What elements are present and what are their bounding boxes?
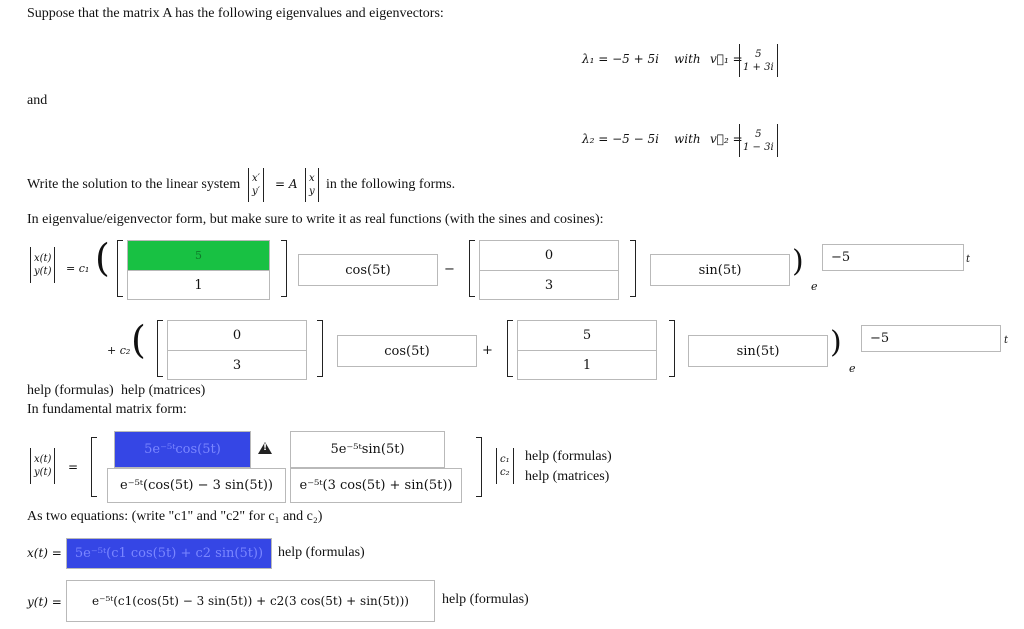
system-lhs-vector: x′ y′ (248, 168, 264, 202)
y-equation-label: y(t) = (27, 595, 62, 609)
system-lhs-bottom: y′ (252, 186, 260, 197)
system-suffix: in the following forms. (326, 177, 456, 192)
help-matrices-link-1[interactable]: help (matrices) (121, 383, 206, 398)
close-paren-row1: ) (792, 244, 804, 279)
x-equation-input[interactable]: 5e⁻⁵ᵗ(c1 cos(5t) + c2 sin(5t)) (66, 538, 272, 569)
system-rhs-bottom: y (309, 186, 315, 197)
help-formulas-link-4[interactable]: help (formulas) (442, 592, 529, 607)
fund-m11-input[interactable]: 5e⁻⁵ᵗcos(5t) (114, 431, 251, 468)
eigenvector-1-bottom: 1 + 3i (743, 61, 774, 73)
bracket-right-v1-row2 (317, 320, 323, 377)
system-rhs-top: x (309, 173, 315, 184)
eigen-form-label: In eigenvalue/eigenvector form, but make… (27, 212, 604, 227)
with-2: with (674, 132, 701, 146)
fund-bracket-left (91, 437, 97, 497)
help-formulas-link-2[interactable]: help (formulas) (525, 449, 612, 464)
x-equation-label: x(t) = (27, 546, 62, 560)
xy-vector-fundamental: x(t) y(t) (30, 448, 56, 484)
with-1: with (674, 52, 701, 66)
row1-cos-input[interactable]: cos(5t) (298, 254, 438, 286)
eigenvector-2-top: 5 (755, 128, 762, 140)
eigenvector-1-top: 5 (755, 48, 762, 60)
y-equation-input[interactable]: e⁻⁵ᵗ(c1(cos(5t) − 3 sin(5t)) + c2(3 cos(… (66, 580, 435, 622)
xy-top-fund: x(t) (34, 454, 52, 465)
system-rhs-vector: x y (305, 168, 319, 202)
row2-v1-top-input[interactable]: 0 (167, 320, 307, 351)
row1-sin-input[interactable]: sin(5t) (650, 254, 790, 286)
bracket-left-v1-row2 (157, 320, 163, 377)
help-formulas-link-3[interactable]: help (formulas) (278, 545, 365, 560)
system-prefix: Write the solution to the linear system (27, 177, 241, 192)
c-vector: c₁ c₂ (496, 448, 514, 484)
c2-prefix: + c₂ (107, 344, 131, 357)
c-vector-bottom: c₂ (500, 467, 510, 478)
row1-t: t (966, 254, 971, 265)
eigenvalue-2: λ₂ = −5 − 5i (582, 132, 659, 146)
bracket-left-v2-row1 (469, 240, 475, 297)
system-eq-A: = A (275, 177, 298, 191)
eigenvector-2-label: v⃗₂ = (710, 132, 743, 146)
row1-v2-top-input[interactable]: 0 (479, 240, 619, 271)
help-formulas-link-1[interactable]: help (formulas) (27, 383, 114, 398)
xy-vector-row1: x(t) y(t) (30, 247, 56, 283)
row2-exponent-input[interactable]: −5 (861, 325, 1001, 352)
c-vector-top: c₁ (500, 454, 510, 465)
two-equations-label: As two equations: (write "c1" and "c2" f… (27, 509, 323, 524)
fund-m21-input[interactable]: e⁻⁵ᵗ(cos(5t) − 3 sin(5t)) (107, 468, 286, 503)
eigenvector-2-bottom: 1 − 3i (743, 141, 774, 153)
bracket-right-v2-row1 (630, 240, 636, 297)
intro-text: Suppose that the matrix A has the follow… (27, 6, 444, 21)
bracket-left-v1-row1 (117, 240, 123, 297)
bracket-right-v1-row1 (281, 240, 287, 297)
xy-top: x(t) (34, 253, 52, 264)
eigenvector-2: 5 1 − 3i (739, 124, 778, 157)
row1-exponent-input[interactable]: −5 (822, 244, 964, 271)
row2-sin-input[interactable]: sin(5t) (688, 335, 828, 367)
fund-m22-input[interactable]: e⁻⁵ᵗ(3 cos(5t) + sin(5t)) (290, 468, 462, 503)
row1-v2-bottom-input[interactable]: 3 (479, 270, 619, 300)
row1-v1-top-input[interactable]: 5 (127, 240, 270, 271)
row1-v1-bottom-input[interactable]: 1 (127, 270, 270, 300)
fund-bracket-right (476, 437, 482, 497)
c1-prefix: = c₁ (66, 262, 90, 275)
eigenvector-1: 5 1 + 3i (739, 44, 778, 77)
row2-v1-bottom-input[interactable]: 3 (167, 350, 307, 380)
warning-icon: ! (258, 442, 272, 454)
system-lhs-top: x′ (252, 173, 260, 184)
fund-m12-input[interactable]: 5e⁻⁵ᵗsin(5t) (290, 431, 445, 468)
row2-cos-input[interactable]: cos(5t) (337, 335, 477, 367)
warning-mark: ! (263, 443, 268, 453)
and-text: and (27, 93, 48, 108)
bracket-right-v2-row2 (669, 320, 675, 377)
help-matrices-link-2[interactable]: help (matrices) (525, 469, 610, 484)
bracket-left-v2-row2 (507, 320, 513, 377)
row2-v2-bottom-input[interactable]: 1 (517, 350, 657, 380)
row2-v2-top-input[interactable]: 5 (517, 320, 657, 351)
row2-plus: + (482, 343, 493, 358)
fundamental-eq: = (68, 460, 79, 474)
row1-minus: − (444, 262, 455, 277)
row2-e: e (849, 362, 856, 375)
open-paren-row1: ( (95, 236, 110, 280)
fundamental-form-label: In fundamental matrix form: (27, 402, 187, 417)
row1-e: e (811, 280, 818, 293)
xy-bottom: y(t) (34, 266, 52, 277)
row2-t: t (1004, 335, 1009, 346)
eigenvector-1-label: v⃗₁ = (710, 52, 743, 66)
close-paren-row2: ) (830, 325, 842, 360)
eigenvalue-1: λ₁ = −5 + 5i (582, 52, 659, 66)
xy-bottom-fund: y(t) (34, 467, 52, 478)
open-paren-row2: ( (131, 318, 146, 362)
